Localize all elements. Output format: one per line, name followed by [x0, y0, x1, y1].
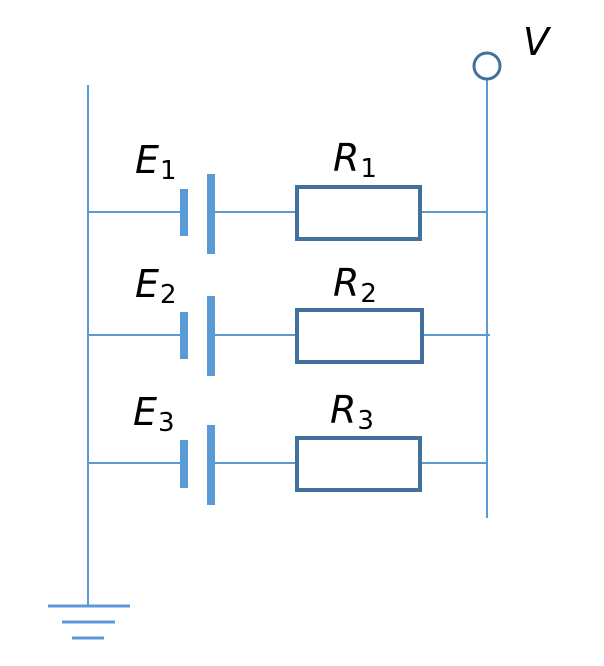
resistor-1-index: 1	[360, 154, 377, 184]
resistor-1	[295, 185, 422, 241]
branch-2: E2 R2	[88, 261, 490, 376]
output-terminal	[472, 51, 502, 81]
resistor-2	[295, 308, 424, 364]
resistor-3-label: R3	[330, 388, 374, 436]
resistor-3-index: 3	[357, 406, 374, 436]
ground-symbol	[48, 604, 130, 640]
resistor-2-label: R2	[333, 261, 377, 309]
branch-1: E1 R1	[88, 136, 487, 254]
terminal-label: V	[523, 20, 552, 64]
source-2-label: E2	[135, 262, 177, 310]
source-2-letter: E	[135, 262, 159, 306]
source-3-label: E3	[133, 390, 175, 438]
resistor-2-index: 2	[360, 279, 377, 309]
source-2-index: 2	[160, 280, 177, 310]
resistor-1-letter: R	[333, 136, 359, 180]
source-1-letter: E	[135, 138, 159, 182]
resistor-3-letter: R	[330, 388, 356, 432]
source-3-index: 3	[158, 408, 175, 438]
branch-3: E3 R3	[88, 388, 487, 505]
resistor-3	[295, 436, 422, 492]
resistor-2-letter: R	[333, 261, 359, 305]
source-1-label: E1	[135, 138, 177, 186]
source-3-letter: E	[133, 390, 157, 434]
source-1-index: 1	[160, 156, 177, 186]
resistor-1-label: R1	[333, 136, 377, 184]
